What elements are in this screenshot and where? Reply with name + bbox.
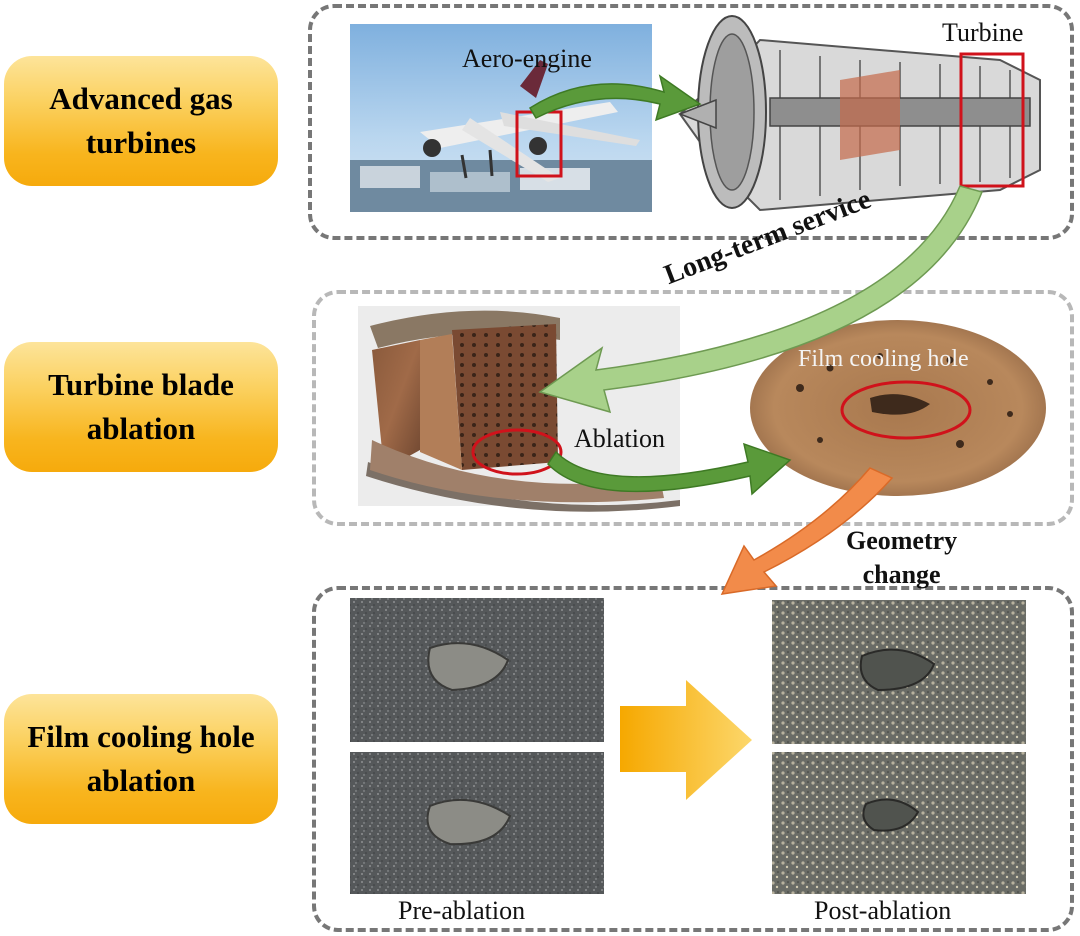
arrow-geometry-change xyxy=(720,467,894,595)
blade-ablation-ring xyxy=(471,428,563,476)
label-turbine: Turbine xyxy=(942,18,1024,47)
stage-film-cooling-hole-ablation: Film cooling hole ablation xyxy=(4,694,278,824)
label-film-cooling-hole: Film cooling hole xyxy=(798,346,969,372)
hole-highlight-ring xyxy=(840,380,972,440)
label-aero-engine: Aero-engine xyxy=(462,44,592,73)
label-post-ablation: Post-ablation xyxy=(814,896,952,925)
hole-surface-photo xyxy=(350,598,1026,894)
label-pre-ablation: Pre-ablation xyxy=(398,896,526,925)
panel-blade-ablation xyxy=(312,290,1074,526)
stage-label: Turbine blade ablation xyxy=(48,367,234,446)
arrow-ablation-to-closeup xyxy=(547,442,792,496)
stage-advanced-gas-turbines: Advanced gas turbines xyxy=(4,56,278,186)
arrow-pre-to-post xyxy=(620,680,752,800)
airplane-photo xyxy=(350,24,652,212)
stage-label: Advanced gas turbines xyxy=(49,81,233,160)
stage-turbine-blade-ablation: Turbine blade ablation xyxy=(4,342,278,472)
turbine-highlight-box xyxy=(959,52,1025,188)
cooling-hole-closeup xyxy=(750,320,1046,496)
engine-cutaway xyxy=(677,15,1041,212)
panel-hole-ablation xyxy=(312,586,1074,932)
arrow-long-term-service xyxy=(538,185,984,414)
label-ablation: Ablation xyxy=(574,424,665,453)
stage-label: Film cooling hole ablation xyxy=(27,719,255,798)
arrow-aero-to-engine xyxy=(528,74,702,122)
label-geometry-change: Geometry change xyxy=(846,526,958,589)
panel-gas-turbines xyxy=(308,4,1074,240)
